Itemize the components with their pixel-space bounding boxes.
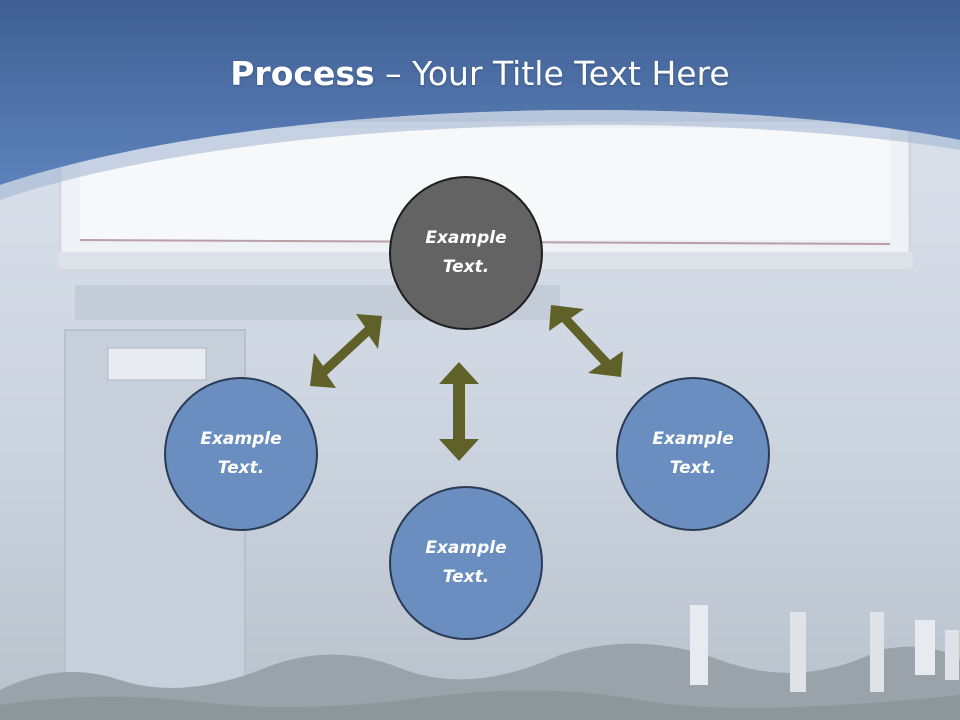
node-right-line2: Text. (669, 458, 717, 478)
node-right-line1: Example (652, 429, 734, 449)
node-left-line2: Text. (217, 458, 265, 478)
node-top-line1: Example (425, 228, 507, 248)
double-arrow-left (310, 314, 382, 388)
double-arrow-center (439, 362, 479, 461)
node-bottom-line1: Example (425, 538, 507, 558)
node-bottom-line2: Text. (442, 567, 490, 587)
node-top-line2: Text. (442, 257, 490, 277)
node-left-line1: Example (200, 429, 282, 449)
slide-title: Process – Your Title Text Here (0, 50, 960, 98)
double-arrow-right (549, 305, 623, 377)
title-bold: Process (230, 54, 375, 93)
title-rest: – Your Title Text Here (374, 54, 730, 93)
